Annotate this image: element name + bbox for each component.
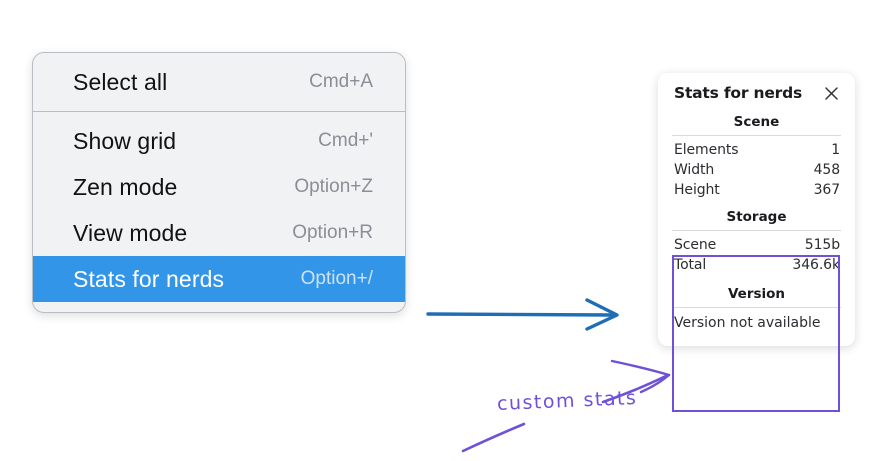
menu-item-show-grid[interactable]: Show grid Cmd+' <box>33 118 405 164</box>
menu-divider <box>33 111 405 112</box>
menu-item-zen-mode[interactable]: Zen mode Option+Z <box>33 164 405 210</box>
stat-key: Width <box>674 162 715 178</box>
section-heading: Version <box>727 286 786 302</box>
stat-value: 367 <box>813 182 841 198</box>
menu-item-shortcut: Cmd+' <box>318 130 373 151</box>
menu-item-view-mode[interactable]: View mode Option+R <box>33 210 405 256</box>
menu-item-shortcut: Option+R <box>292 222 373 243</box>
custom-stats-label: custom stats <box>496 386 638 416</box>
stats-panel-title: Stats for nerds <box>674 84 803 102</box>
stat-key: Height <box>674 182 720 198</box>
stats-panel-header: Stats for nerds <box>658 84 855 102</box>
stat-row: Height 367 <box>658 180 855 200</box>
menu-item-label: View mode <box>73 219 188 246</box>
stat-value: 1 <box>831 142 840 158</box>
stat-key: Total <box>674 257 707 273</box>
stat-row: Elements 1 <box>658 140 855 160</box>
section-rule <box>672 307 841 308</box>
section-heading: Scene <box>733 114 780 130</box>
close-icon[interactable] <box>823 85 840 102</box>
stats-section-storage: Storage Scene 515b Total 346.6k <box>658 207 855 275</box>
menu-item-label: Select all <box>73 68 168 95</box>
menu-item-label: Show grid <box>73 127 177 154</box>
menu-item-stats-for-nerds[interactable]: Stats for nerds Option+/ <box>33 256 405 302</box>
custom-stats-underline <box>461 422 526 453</box>
blue-pointer-arrow <box>426 298 619 331</box>
stats-for-nerds-panel: Stats for nerds Scene Elements 1 Width 4… <box>658 73 855 346</box>
stat-row: Width 458 <box>658 160 855 180</box>
section-rule <box>672 135 841 136</box>
menu-item-shortcut: Option+Z <box>294 176 373 197</box>
context-menu[interactable]: Select all Cmd+A Show grid Cmd+' Zen mod… <box>32 52 406 313</box>
menu-item-label: Zen mode <box>73 173 178 200</box>
stats-section-scene: Scene Elements 1 Width 458 Height 367 <box>658 112 855 200</box>
stat-key: Scene <box>674 237 717 253</box>
stat-value: 458 <box>813 162 841 178</box>
version-status-text: Version not available <box>674 315 821 331</box>
stat-row: Total 346.6k <box>658 255 855 275</box>
stat-value: 346.6k <box>792 257 840 273</box>
stat-value: 515b <box>804 237 840 253</box>
menu-item-shortcut: Cmd+A <box>309 71 373 92</box>
menu-item-shortcut: Option+/ <box>300 268 373 289</box>
menu-item-select-all[interactable]: Select all Cmd+A <box>33 59 405 105</box>
stat-key: Elements <box>674 142 739 158</box>
section-heading: Storage <box>726 209 787 225</box>
section-rule <box>672 230 841 231</box>
menu-item-label: Stats for nerds <box>73 265 225 292</box>
menu-section-2: Show grid Cmd+' Zen mode Option+Z View m… <box>33 118 405 302</box>
stat-row: Scene 515b <box>658 235 855 255</box>
menu-section-1: Select all Cmd+A <box>33 59 405 105</box>
stats-section-version: Version Version not available <box>658 284 855 333</box>
